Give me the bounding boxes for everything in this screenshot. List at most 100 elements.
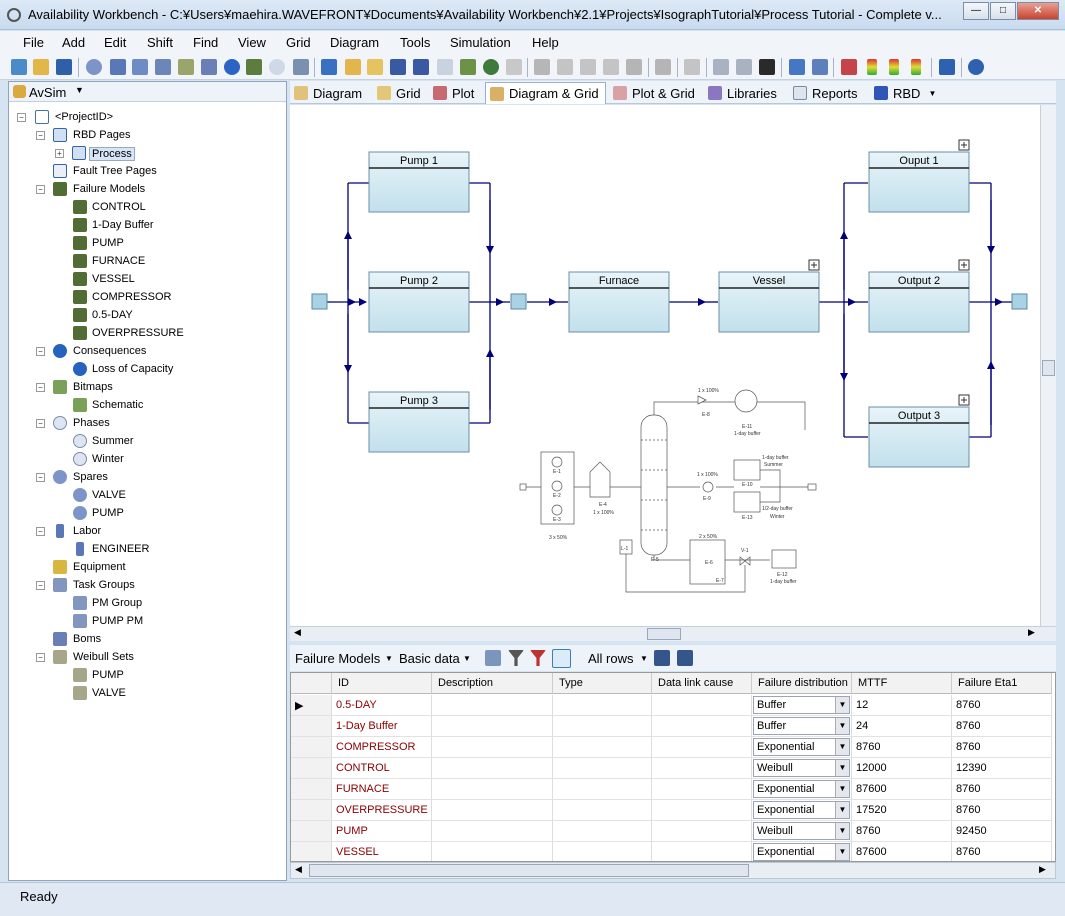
cell-type[interactable]	[553, 821, 652, 842]
rbd-diagram-canvas[interactable]: Pump 1 Pump 2 Pump 3 Furnace Vessel	[290, 105, 1056, 626]
cell-description[interactable]	[432, 758, 553, 779]
cell-failure-distribution[interactable]: Exponential▼	[752, 800, 852, 821]
menu-simulation[interactable]: Simulation	[450, 35, 511, 50]
info-icon[interactable]	[224, 59, 240, 75]
column-header-failure-eta1[interactable]: Failure Eta1	[952, 673, 1052, 694]
row-selector[interactable]	[291, 779, 332, 800]
cell-data-link-cause[interactable]	[652, 800, 752, 821]
find-icon[interactable]	[677, 650, 693, 666]
cell-type[interactable]	[553, 737, 652, 758]
grid-dataset-selector[interactable]: Basic data	[399, 651, 460, 666]
column-header-mttf[interactable]: MTTF	[852, 673, 952, 694]
distribution-dropdown[interactable]: Buffer▼	[753, 717, 850, 735]
gear-icon[interactable]	[86, 59, 102, 75]
distribution-dropdown[interactable]: Weibull▼	[753, 759, 850, 777]
run-simulation-icon[interactable]	[867, 59, 877, 75]
cell-failure-distribution[interactable]: Exponential▼	[752, 842, 852, 861]
row-selector[interactable]	[291, 821, 332, 842]
cell-type[interactable]	[553, 779, 652, 800]
query-icon[interactable]	[939, 59, 955, 75]
dropdown-arrow-icon[interactable]: ▼	[835, 739, 849, 755]
dropdown-arrow-icon[interactable]: ▼	[835, 781, 849, 797]
scroll-left-icon[interactable]: ◀	[295, 864, 302, 874]
dropdown-arrow-icon[interactable]: ▼	[835, 697, 849, 713]
cell-failure-eta1[interactable]: 8760	[952, 800, 1052, 821]
cell-mttf[interactable]: 24	[852, 716, 952, 737]
cell-failure-distribution[interactable]: Exponential▼	[752, 779, 852, 800]
row-selector[interactable]	[291, 737, 332, 758]
distribution-dropdown[interactable]: Buffer▼	[753, 696, 850, 714]
row-selector[interactable]	[291, 800, 332, 821]
rbd-page-icon[interactable]	[321, 59, 337, 75]
cell-data-link-cause[interactable]	[652, 779, 752, 800]
globe-icon[interactable]	[483, 59, 499, 75]
scroll-thumb[interactable]	[1042, 360, 1055, 376]
block-pump-2[interactable]: Pump 2	[368, 271, 470, 333]
menu-grid[interactable]: Grid	[286, 35, 311, 50]
cell-data-link-cause[interactable]	[652, 758, 752, 779]
sort-icon[interactable]	[759, 59, 775, 75]
cell-data-link-cause[interactable]	[652, 716, 752, 737]
cell-failure-eta1[interactable]: 8760	[952, 842, 1052, 861]
cell-failure-distribution[interactable]: Weibull▼	[752, 821, 852, 842]
grid-horizontal-scrollbar[interactable]: ◀ ▶	[290, 862, 1056, 879]
cell-description[interactable]	[432, 716, 553, 737]
column-header-description[interactable]: Description	[432, 673, 553, 694]
cell-mttf[interactable]: 87600	[852, 779, 952, 800]
cell-data-link-cause[interactable]	[652, 737, 752, 758]
text-icon[interactable]	[437, 59, 453, 75]
dropdown-arrow-icon[interactable]: ▼	[640, 654, 648, 663]
distribution-dropdown[interactable]: Exponential▼	[753, 843, 850, 861]
checklist-icon[interactable]	[841, 59, 857, 75]
wrench-icon[interactable]	[132, 59, 148, 75]
scroll-right-icon[interactable]: ▶	[1028, 627, 1035, 637]
cell-description[interactable]	[432, 821, 553, 842]
grid-view-selector[interactable]: Failure Models	[295, 651, 381, 666]
undo-icon[interactable]	[655, 59, 671, 75]
cell-type[interactable]	[553, 800, 652, 821]
cell-mttf[interactable]: 87600	[852, 842, 952, 861]
copy-icon[interactable]	[557, 59, 573, 75]
cell-failure-distribution[interactable]: Exponential▼	[752, 737, 852, 758]
cell-type[interactable]	[553, 695, 652, 716]
distribution-dropdown[interactable]: Exponential▼	[753, 738, 850, 756]
save-icon[interactable]	[56, 59, 72, 75]
cell-mttf[interactable]: 17520	[852, 800, 952, 821]
close-button[interactable]: ✕	[1017, 2, 1059, 20]
menu-file[interactable]: File	[23, 35, 44, 50]
tab-libraries[interactable]: Libraries	[708, 82, 777, 104]
cell-mttf[interactable]: 8760	[852, 821, 952, 842]
cell-description[interactable]	[432, 737, 553, 758]
column-header-data-link-cause[interactable]: Data link cause	[652, 673, 752, 694]
cell-id[interactable]: FURNACE	[332, 779, 432, 800]
paste-icon[interactable]	[580, 59, 596, 75]
dropdown-arrow-icon[interactable]: ▼	[835, 718, 849, 734]
column-header-failure-distribution[interactable]: Failure distribution	[752, 673, 852, 694]
cell-mttf[interactable]: 12000	[852, 758, 952, 779]
cell-type[interactable]	[553, 716, 652, 737]
cell-failure-eta1[interactable]: 8760	[952, 737, 1052, 758]
delete-icon[interactable]	[626, 59, 642, 75]
cell-failure-distribution[interactable]: Weibull▼	[752, 758, 852, 779]
cell-mttf[interactable]: 12	[852, 695, 952, 716]
duplicate-icon[interactable]	[684, 59, 700, 75]
move-down-icon[interactable]	[736, 59, 752, 75]
rbd-dropdown[interactable]: RBD▼	[874, 82, 936, 104]
distribution-dropdown[interactable]: Exponential▼	[753, 801, 850, 819]
cell-data-link-cause[interactable]	[652, 695, 752, 716]
bitmap-icon[interactable]	[460, 59, 476, 75]
team-icon[interactable]	[155, 59, 171, 75]
clock-icon[interactable]	[269, 59, 285, 75]
folder-icon[interactable]	[345, 59, 361, 75]
cell-description[interactable]	[432, 842, 553, 861]
tab-grid[interactable]: Grid	[377, 82, 421, 104]
cell-failure-eta1[interactable]: 8760	[952, 716, 1052, 737]
check-columns-icon[interactable]	[552, 649, 571, 668]
person-icon[interactable]	[110, 59, 126, 75]
dropdown-arrow-icon[interactable]: ▼	[835, 760, 849, 776]
simulation-light-icon[interactable]	[889, 59, 899, 75]
cell-id[interactable]: COMPRESSOR	[332, 737, 432, 758]
scroll-thumb[interactable]	[309, 864, 749, 877]
dropdown-arrow-icon[interactable]: ▼	[835, 844, 849, 860]
grid-settings-icon[interactable]	[485, 650, 501, 666]
